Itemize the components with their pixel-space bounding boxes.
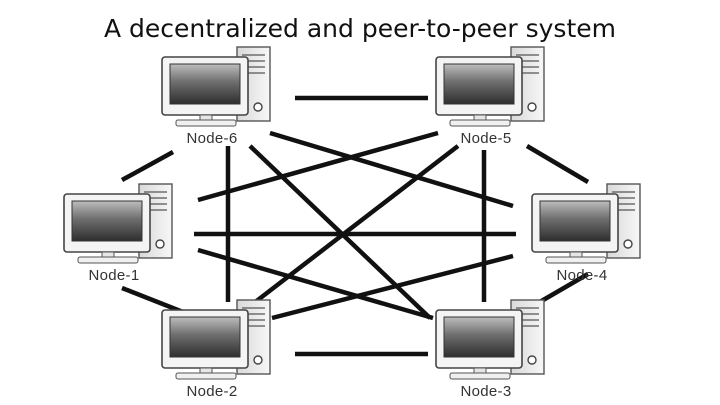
connection-node-5-node-1 [197, 130, 439, 203]
node-label: Node-5 [461, 130, 512, 147]
node-label: Node-2 [187, 383, 238, 400]
desktop-computer-icon [161, 46, 271, 127]
connection-node-6-node-1 [120, 150, 175, 182]
desktop-computer-icon [63, 183, 173, 264]
connection-node-5-node-2 [248, 144, 460, 308]
node-1: Node-1 [63, 183, 173, 284]
connection-node-5-node-4 [525, 144, 590, 184]
connection-node-1-node-3 [197, 247, 434, 321]
diagram-title: A decentralized and peer-to-peer system [103, 14, 616, 43]
desktop-computer-icon [161, 299, 271, 380]
node-3: Node-3 [435, 299, 545, 400]
node-label: Node-1 [89, 267, 140, 284]
node-label: Node-6 [187, 130, 238, 147]
node-label: Node-4 [557, 267, 608, 284]
node-label: Node-3 [461, 383, 512, 400]
node-4: Node-4 [531, 183, 641, 284]
connection-node-2-node-4 [271, 253, 514, 321]
node-6: Node-6 [161, 46, 271, 147]
connection-lines [120, 95, 590, 357]
desktop-computer-icon [531, 183, 641, 264]
connection-node-6-node-4 [269, 130, 514, 209]
node-2: Node-2 [161, 299, 271, 400]
connection-node-1-node-2 [121, 285, 184, 315]
desktop-computer-icon [435, 299, 545, 380]
node-5: Node-5 [435, 46, 545, 147]
desktop-computer-icon [435, 46, 545, 127]
